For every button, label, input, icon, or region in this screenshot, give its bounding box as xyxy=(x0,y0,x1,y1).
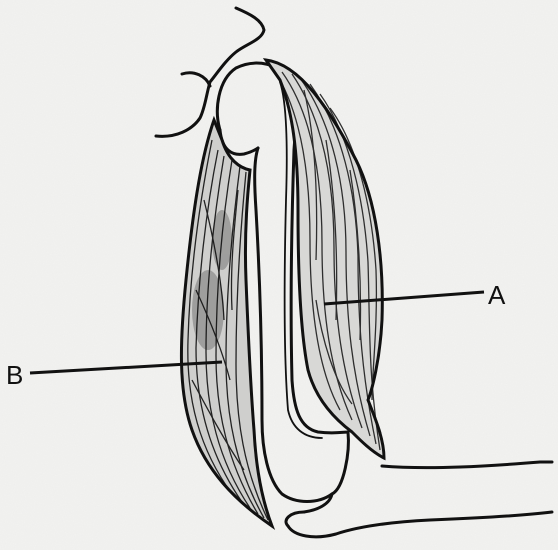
label-b: B xyxy=(6,360,23,390)
label-a: A xyxy=(488,280,506,310)
